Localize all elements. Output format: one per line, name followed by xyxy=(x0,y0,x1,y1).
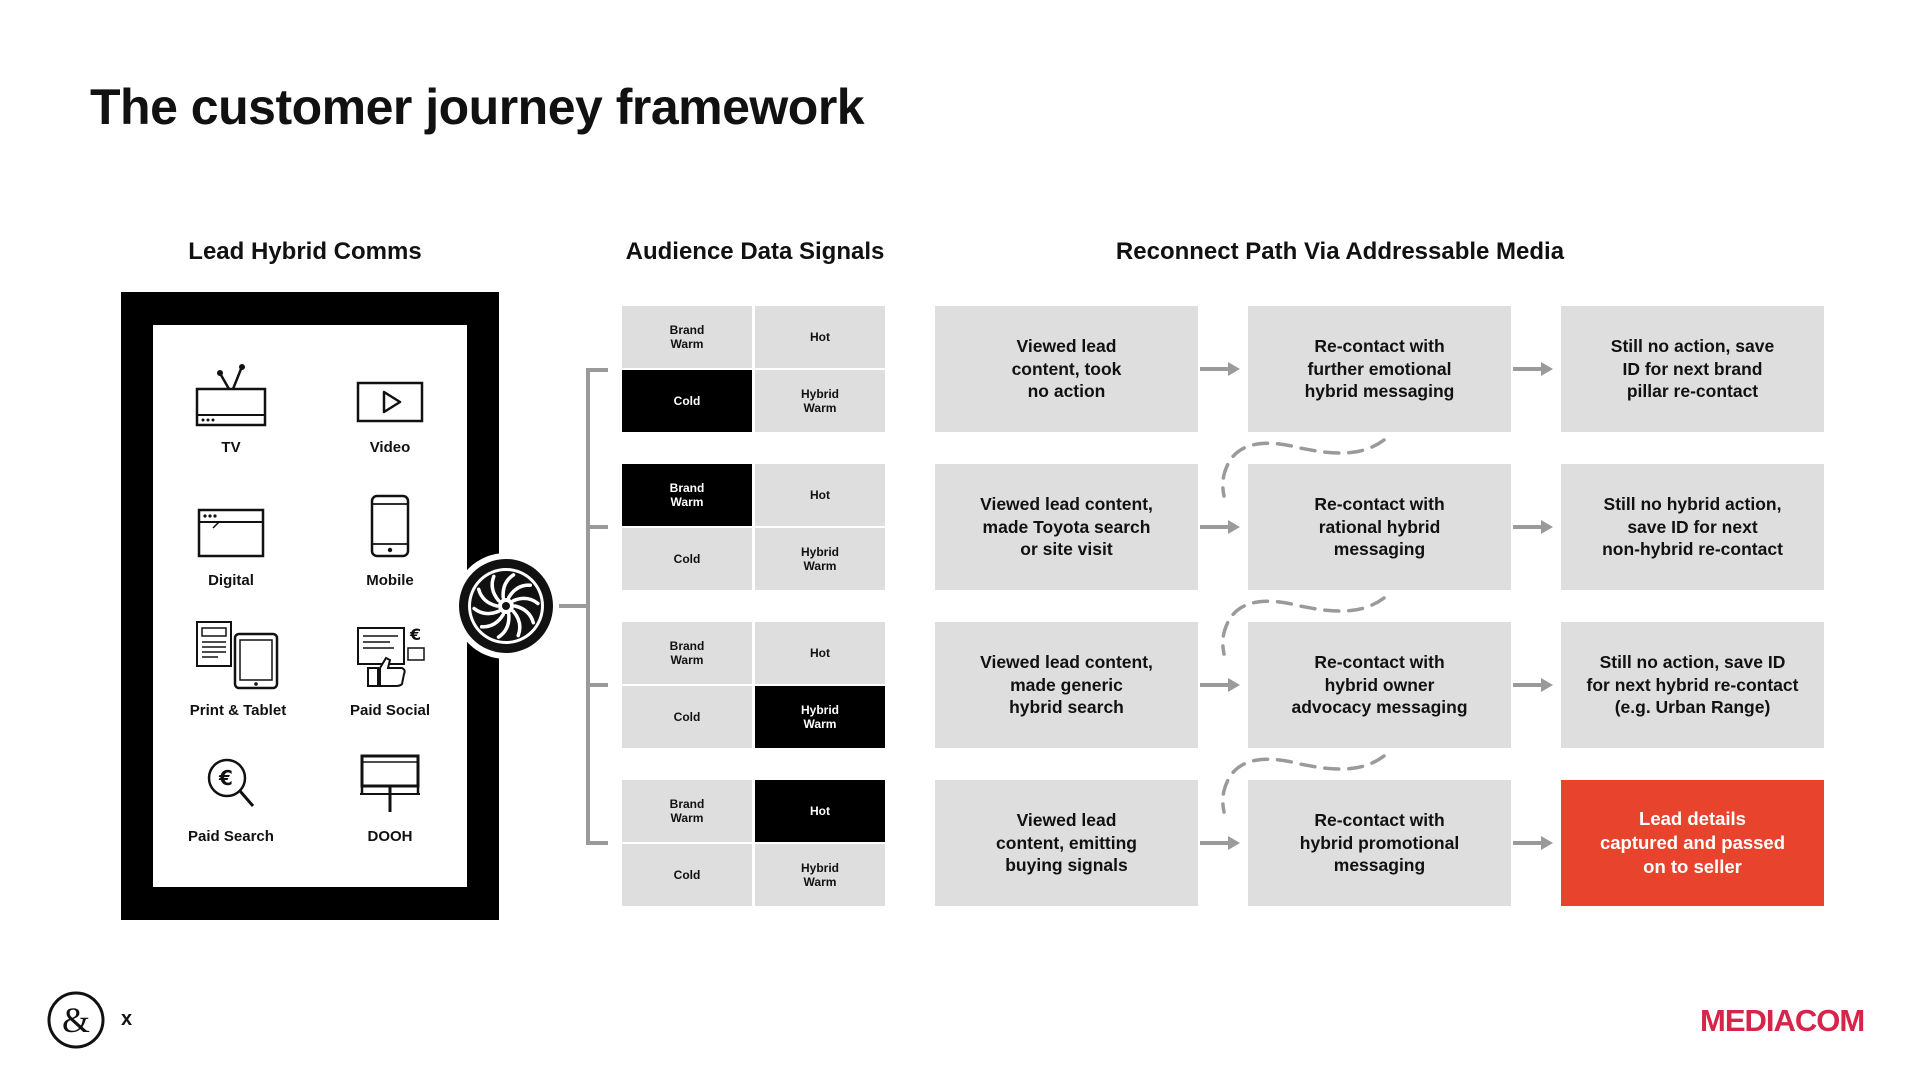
path-step-box: Viewed lead content, made generic hybrid… xyxy=(935,622,1198,748)
tv-icon xyxy=(195,364,267,427)
svg-text:€: € xyxy=(218,766,233,790)
path-step-box: Re-contact with hybrid owner advocacy me… xyxy=(1248,622,1511,748)
path-step-box: Still no action, save ID for next brand … xyxy=(1561,306,1824,432)
path-step-box: Re-contact with further emotional hybrid… xyxy=(1248,306,1511,432)
brand-logo: MEDIACOM xyxy=(1700,1003,1865,1038)
path-step-box: Viewed lead content, took no action xyxy=(935,306,1198,432)
channel-label: Paid Social xyxy=(349,702,431,719)
path-step-box: Viewed lead content, made Toyota search … xyxy=(935,464,1198,590)
signal-cell: Brand Warm xyxy=(622,306,752,368)
signal-cell: Cold xyxy=(622,686,752,748)
flow-arrow-head xyxy=(1228,520,1240,534)
wheel-spoke xyxy=(507,583,533,600)
channel-mobile: Mobile xyxy=(315,490,465,589)
channel-label: Mobile xyxy=(366,572,414,589)
path-step-box: Re-contact with rational hybrid messagin… xyxy=(1248,464,1511,590)
signal-cell: Brand Warm xyxy=(622,780,752,842)
wheel-spoke xyxy=(476,587,499,608)
signal-cell: Brand Warm xyxy=(622,464,752,526)
flow-arrow-head xyxy=(1228,362,1240,376)
wheel-spoke xyxy=(496,612,511,639)
signal-cell: Cold xyxy=(622,528,752,590)
channel-label: Paid Search xyxy=(188,828,274,845)
flow-arrow-head xyxy=(1228,836,1240,850)
flow-arrow-head xyxy=(1541,836,1553,850)
channel-paid-social: € Paid Social xyxy=(315,620,465,719)
signal-cell: Hot xyxy=(755,780,885,842)
wheel-spoke xyxy=(501,573,516,600)
channel-print-tablet: Print & Tablet xyxy=(163,620,313,719)
signal-cell: Brand Warm xyxy=(622,622,752,684)
flow-arrow-head xyxy=(1228,678,1240,692)
path-step-box: Still no hybrid action, save ID for next… xyxy=(1561,464,1824,590)
signal-cell: Cold xyxy=(622,370,752,432)
flow-arrow-head xyxy=(1541,520,1553,534)
signal-cell: Hybrid Warm xyxy=(755,686,885,748)
signal-cell: Hot xyxy=(755,306,885,368)
channel-digital: Digital xyxy=(156,490,306,589)
svg-text:&: & xyxy=(62,1000,90,1040)
channel-label: Print & Tablet xyxy=(189,702,287,719)
path-step-box: Re-contact with hybrid promotional messa… xyxy=(1248,780,1511,906)
browser-window-icon xyxy=(197,508,265,558)
page-title: The customer journey framework xyxy=(90,79,865,135)
channel-screen: TV Video Digital Mobile xyxy=(153,325,467,887)
lead-captured-box: Lead details captured and passed on to s… xyxy=(1561,780,1824,906)
footer-x: x xyxy=(121,1008,133,1030)
search-euro-icon: € xyxy=(207,758,255,807)
path-step-box: Viewed lead content, emitting buying sig… xyxy=(935,780,1198,906)
social-thumbs-up-icon: € xyxy=(357,625,425,687)
flow-arrow-head xyxy=(1541,678,1553,692)
wheel-spoke xyxy=(472,606,501,616)
wheel-spoke xyxy=(479,612,505,629)
wheel-spoke xyxy=(490,574,501,603)
video-play-icon xyxy=(356,381,424,423)
signal-cell: Hybrid Warm xyxy=(755,528,885,590)
channel-label: DOOH xyxy=(367,828,413,845)
flow-arrow-head xyxy=(1541,362,1553,376)
channel-label: Video xyxy=(369,439,411,456)
mobile-phone-icon xyxy=(370,494,410,558)
channel-paid-search: € Paid Search xyxy=(156,750,306,845)
svg-text:€: € xyxy=(409,625,421,644)
channel-label: Digital xyxy=(208,572,254,589)
signal-cell: Hybrid Warm xyxy=(755,370,885,432)
signal-cell: Cold xyxy=(622,844,752,906)
section-title-lead: Lead Hybrid Comms xyxy=(188,238,422,265)
wheel-spoke xyxy=(511,596,540,606)
section-title-reconnect: Reconnect Path Via Addressable Media xyxy=(1115,238,1565,265)
signal-cell: Hot xyxy=(755,622,885,684)
ampersand-logo-icon: & xyxy=(47,991,105,1049)
channel-dooh: DOOH xyxy=(315,750,465,845)
wheel-spoke xyxy=(511,609,522,638)
wheel-icon xyxy=(459,559,553,653)
print-tablet-icon xyxy=(196,621,279,690)
channel-video: Video xyxy=(315,357,465,456)
billboard-icon xyxy=(360,754,420,812)
wheel-spoke xyxy=(513,604,536,625)
channel-tv: TV xyxy=(156,357,306,456)
signal-cell: Hot xyxy=(755,464,885,526)
path-step-box: Still no action, save ID for next hybrid… xyxy=(1561,622,1824,748)
channel-label: TV xyxy=(221,439,241,456)
signal-cell: Hybrid Warm xyxy=(755,844,885,906)
section-title-signals: Audience Data Signals xyxy=(625,238,885,265)
wheel-icon-wrap xyxy=(453,553,559,659)
